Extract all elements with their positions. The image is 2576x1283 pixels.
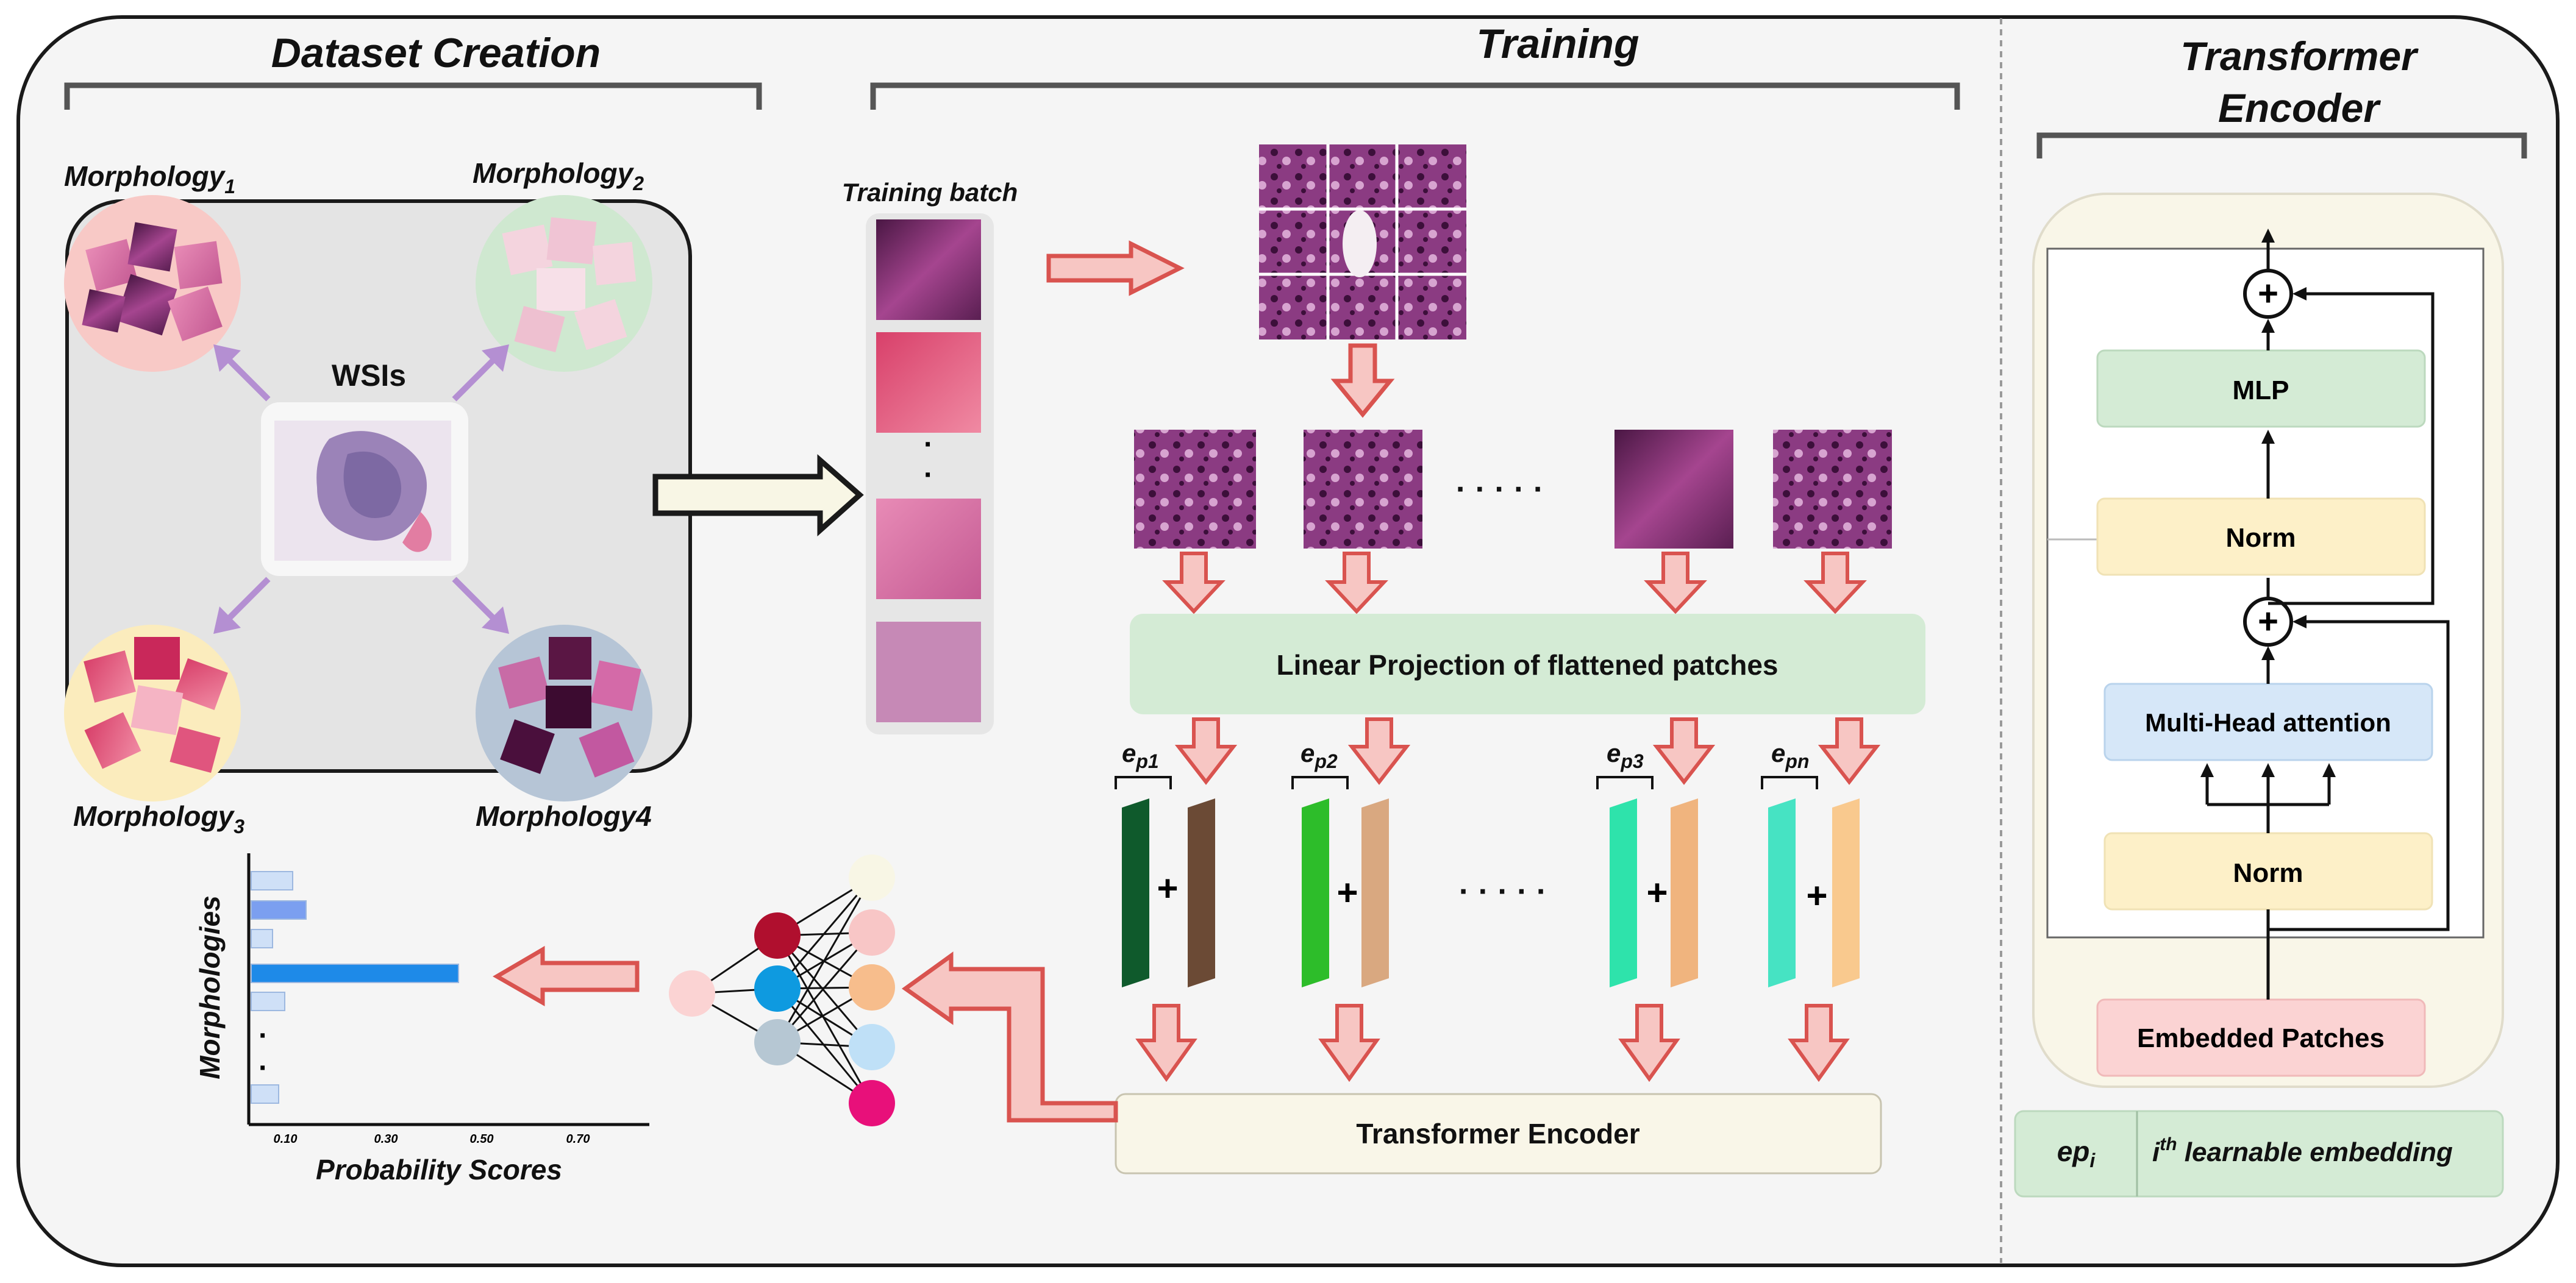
encoder-flow-arrowheads xyxy=(2200,229,2336,777)
bracket-training xyxy=(870,82,1960,110)
neural-network xyxy=(669,855,895,1126)
svg-text:ep3: ep3 xyxy=(1607,739,1644,772)
embedding-pair-2 xyxy=(1302,798,1389,987)
transformer-encoder-label: Transformer Encoder xyxy=(1356,1118,1639,1150)
chart-xtick-1: 0.10 xyxy=(274,1132,298,1146)
embedding-pair-4 xyxy=(1768,798,1860,987)
morphology-2-label: Morphology2 xyxy=(473,157,644,194)
embedding-pair-1 xyxy=(1122,798,1215,987)
plus-3: + xyxy=(1646,872,1668,913)
svg-text:ep2: ep2 xyxy=(1300,739,1338,772)
plus-1: + xyxy=(1157,868,1178,909)
encoder-add-top-symbol: + xyxy=(2258,274,2278,313)
chart-xtick-2: 0.30 xyxy=(374,1132,398,1146)
encoder-embedded-box xyxy=(2096,998,2426,1077)
embedding-pair-3 xyxy=(1610,798,1698,987)
chart-dot-1: · xyxy=(259,1020,268,1052)
wsi-to-morphology-arrows xyxy=(226,357,496,621)
section-title-encoder-1: Transformer xyxy=(2180,34,2419,79)
wsi-image xyxy=(274,421,451,561)
probability-bar-1 xyxy=(251,871,293,890)
svg-text:ep1: ep1 xyxy=(1122,739,1159,772)
morphology-1-circle xyxy=(64,195,241,372)
encoder-norm-top-box xyxy=(2096,497,2426,576)
chart-ylabel: Morphologies xyxy=(194,895,226,1079)
encoder-embedded-label: Embedded Patches xyxy=(2137,1023,2385,1053)
encoder-mlp-box xyxy=(2096,349,2426,428)
batch-dot-1: · xyxy=(924,428,933,461)
encoder-to-network-arrow xyxy=(901,951,1118,1123)
chart-xtick-3: 0.50 xyxy=(470,1132,494,1146)
grid-to-patches-arrow xyxy=(1330,343,1395,418)
training-batch-label: Training batch xyxy=(842,178,1018,207)
batch-image-2 xyxy=(876,332,981,433)
patch-to-projection-arrows xyxy=(1162,552,1867,614)
network-to-chart-arrow xyxy=(493,945,640,1007)
transformer-encoder-box xyxy=(1115,1093,1882,1175)
batch-dot-2: · xyxy=(924,459,933,491)
batch-image-3 xyxy=(876,499,981,599)
embedding-label-1: ep1 xyxy=(1115,739,1172,789)
plus-2: + xyxy=(1336,872,1358,913)
probability-bar-2 xyxy=(251,900,307,920)
morphology-4-circle xyxy=(476,625,652,801)
morphology-3-circle xyxy=(64,625,241,801)
svg-text:epn: epn xyxy=(1771,739,1809,772)
plus-4: + xyxy=(1806,875,1827,916)
probability-bar-5 xyxy=(251,992,285,1011)
encoder-add-bottom-symbol: + xyxy=(2258,602,2278,641)
batch-image-4 xyxy=(876,622,981,722)
embedding-to-encoder-arrows xyxy=(1135,1004,1850,1082)
chart-dot-2: · xyxy=(259,1052,268,1084)
section-title-training: Training xyxy=(1477,21,1639,67)
embedding-ellipsis: · · · · · xyxy=(1459,874,1547,909)
probability-chart: · · 0.10 0.30 0.50 0.70 Probability Scor… xyxy=(194,853,649,1185)
section-title-dataset-creation: Dataset Creation xyxy=(271,30,601,76)
embedding-label-4: epn xyxy=(1761,739,1818,789)
batch-to-grid-arrow xyxy=(1046,240,1185,296)
encoder-mlp-label: MLP xyxy=(2233,375,2289,405)
morphology-3-label: Morphology3 xyxy=(73,800,244,837)
patch-grid xyxy=(1259,144,1466,339)
legend-description: ith learnable embedding xyxy=(2152,1134,2453,1167)
section-title-encoder-2: Encoder xyxy=(2218,85,2381,130)
legend-key: epi xyxy=(2057,1136,2096,1171)
patch-ellipsis: · · · · · xyxy=(1456,472,1544,507)
embedding-label-2: ep2 xyxy=(1291,739,1349,789)
batch-image-1 xyxy=(876,219,981,320)
chart-xtick-4: 0.70 xyxy=(566,1132,590,1146)
linear-projection-box xyxy=(1130,614,1925,714)
encoder-norm-bottom-label: Norm xyxy=(2233,858,2303,888)
wsi-label: WSIs xyxy=(332,358,406,393)
encoder-mha-label: Multi-Head attention xyxy=(2145,708,2391,737)
morphology-1-label: Morphology1 xyxy=(64,160,235,197)
linear-projection-label: Linear Projection of flattened patches xyxy=(1276,649,1778,681)
chart-xlabel: Probability Scores xyxy=(316,1154,562,1185)
morphology-4-label: Morphology4 xyxy=(476,800,652,832)
patch-3 xyxy=(1614,430,1733,549)
projection-to-embedding-arrows xyxy=(1174,717,1881,785)
patch-4 xyxy=(1773,430,1892,549)
dataset-to-training-arrow xyxy=(652,454,864,537)
wsi-to-morphology-arrowheads xyxy=(213,344,509,634)
encoder-norm-top-label: Norm xyxy=(2226,523,2296,553)
morphology-2-circle xyxy=(476,195,652,372)
bracket-dataset-creation xyxy=(64,82,762,110)
bracket-encoder xyxy=(2036,132,2527,158)
patch-1 xyxy=(1134,430,1256,549)
probability-bar-4 xyxy=(251,964,459,983)
probability-bar-3 xyxy=(251,929,273,948)
patch-2 xyxy=(1304,430,1422,549)
probability-bar-6 xyxy=(251,1084,279,1104)
embedding-label-3: ep3 xyxy=(1596,739,1654,789)
